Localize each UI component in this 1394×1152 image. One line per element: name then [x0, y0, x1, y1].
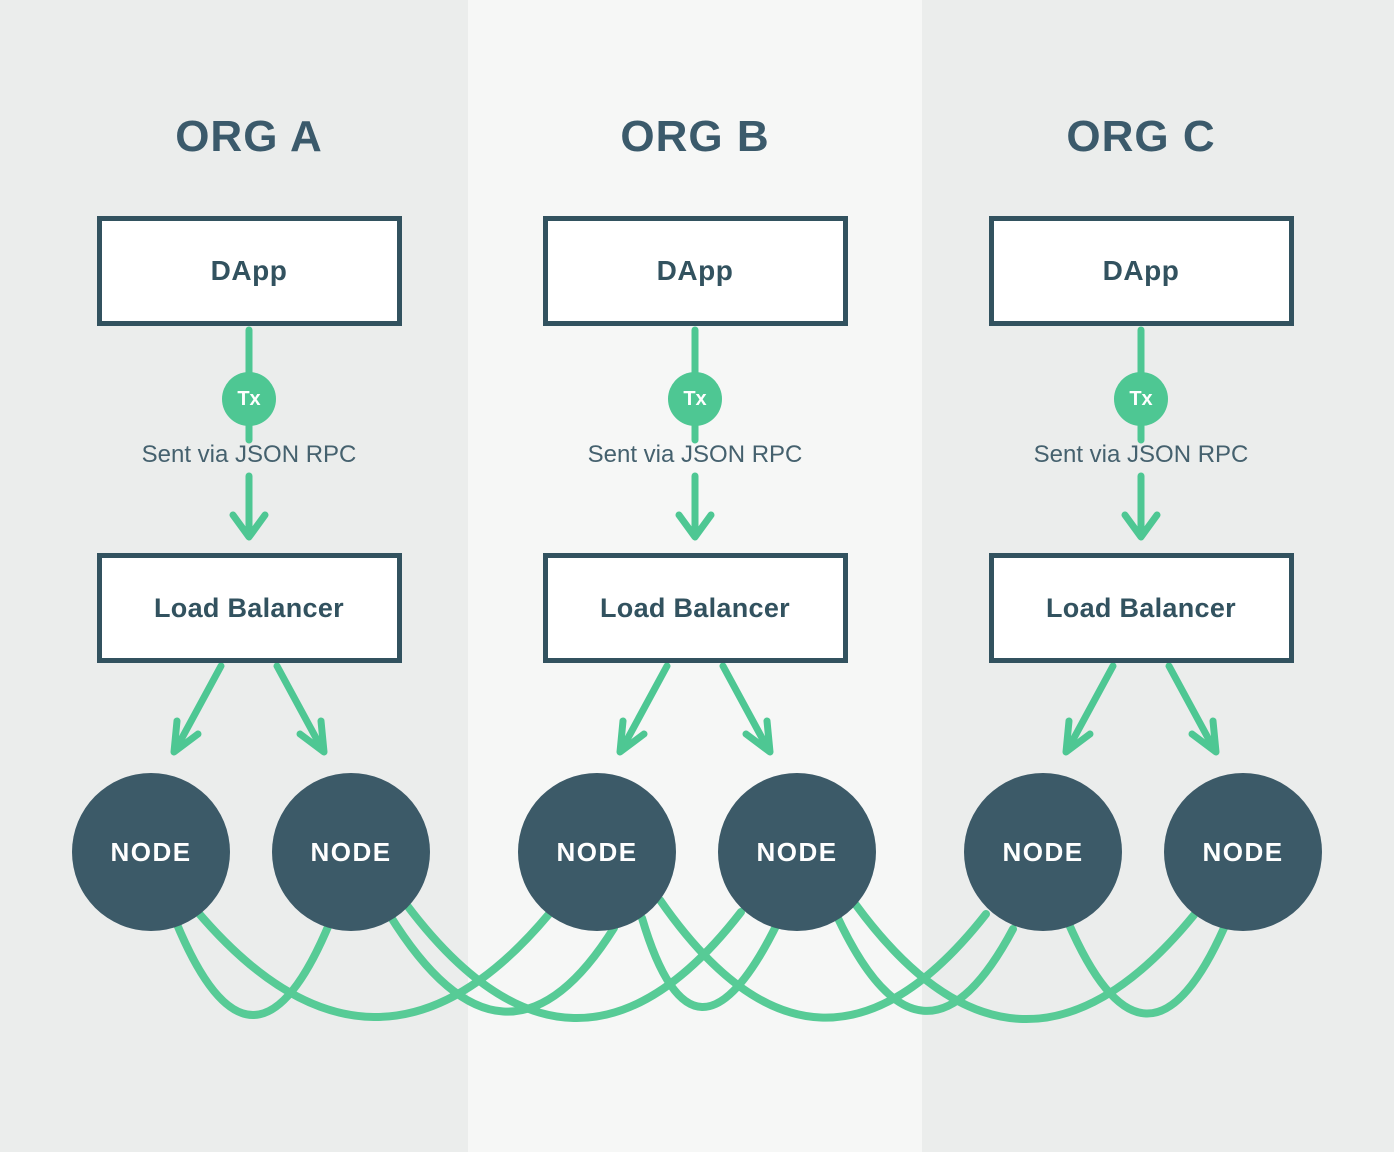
org-a-rpc-note: Sent via JSON RPC: [141, 441, 357, 468]
lb-left-arrowhead-icon: [170, 717, 202, 756]
rpc-arrowhead-icon: [1121, 511, 1161, 541]
org-a-dapp-label: DApp: [210, 255, 288, 286]
org-c-load-balancer-box: Load Balancer: [988, 553, 1294, 663]
rpc-arrowhead-icon: [675, 511, 715, 541]
lb-left-arrowhead-icon: [1062, 717, 1094, 756]
mesh-arc-a2-b1: [385, 910, 618, 1016]
mesh-arc-a1-b1: [192, 906, 553, 1021]
lb-left-arrowhead-icon: [616, 717, 648, 756]
org-b-rpc-note: Sent via JSON RPC: [587, 441, 803, 468]
lb-right-arrowhead-icon: [1188, 717, 1220, 756]
org-b-title: ORG B: [620, 112, 770, 161]
org-b-tx-label: Tx: [683, 387, 707, 410]
lb-right-arrow-shaft: [273, 662, 326, 753]
lb-left-arrow-shaft: [1064, 662, 1117, 753]
org-b-load-balancer-label: Load Balancer: [600, 592, 790, 623]
lb-right-arrowhead-icon: [296, 717, 328, 756]
org-a-flow-lines: [170, 326, 328, 756]
org-b-load-balancer-box: Load Balancer: [542, 553, 848, 663]
org-b-node-2: NODE: [718, 773, 876, 931]
org-a-node-2-label: NODE: [310, 836, 392, 867]
lb-right-arrow-shaft: [1165, 662, 1218, 753]
mesh-arc-a1-a2: [172, 918, 334, 1019]
org-b-section: ORG B DApp Tx Sent via JSON RPC Load Bal…: [518, 0, 876, 1152]
org-c-node-1: NODE: [964, 773, 1122, 931]
org-a-title: ORG A: [175, 112, 323, 161]
org-a-load-balancer-box: Load Balancer: [96, 553, 402, 663]
org-c-dapp-box: DApp: [988, 216, 1294, 326]
org-c-tx-label: Tx: [1129, 387, 1153, 410]
org-b-dapp-box: DApp: [542, 216, 848, 326]
org-b-node-1-label: NODE: [556, 836, 638, 867]
org-b-node-2-label: NODE: [756, 836, 838, 867]
org-a-node-1-label: NODE: [110, 836, 192, 867]
lb-right-arrow-shaft: [719, 662, 772, 753]
rpc-arrowhead-icon: [229, 511, 269, 541]
org-c-node-1-label: NODE: [1002, 836, 1084, 867]
org-c-load-balancer-label: Load Balancer: [1046, 592, 1236, 623]
org-c-rpc-note: Sent via JSON RPC: [1033, 441, 1249, 468]
org-b-flow-lines: [616, 326, 774, 756]
org-c-dapp-label: DApp: [1102, 255, 1180, 286]
org-c-flow-lines: [1062, 326, 1220, 756]
lb-left-arrow-shaft: [172, 662, 225, 753]
org-c-title: ORG C: [1066, 112, 1216, 161]
org-a-node-2: NODE: [272, 773, 430, 931]
org-a-section: ORG A DApp Tx Sent via JSON RPC Load Bal…: [72, 0, 430, 1152]
lb-right-arrowhead-icon: [742, 717, 774, 756]
org-a-node-1: NODE: [72, 773, 230, 931]
org-a-dapp-box: DApp: [96, 216, 402, 326]
org-a-tx-label: Tx: [237, 387, 261, 410]
org-b-dapp-label: DApp: [656, 255, 734, 286]
mesh-arc-b1-b2: [638, 914, 782, 1011]
mesh-arc-b1-c1: [656, 896, 990, 1022]
node-mesh-connections: [172, 896, 1228, 1023]
mesh-arc-b2-c1: [832, 910, 1017, 1015]
org-c-node-2-label: NODE: [1202, 836, 1284, 867]
org-b-tx-badge: Tx: [668, 372, 722, 426]
mesh-arc-b2-c2: [852, 901, 1198, 1023]
lb-left-arrow-shaft: [618, 662, 671, 753]
org-c-section: ORG C DApp Tx Sent via JSON RPC Load Bal…: [964, 0, 1322, 1152]
org-c-node-2: NODE: [1164, 773, 1322, 931]
org-a-tx-badge: Tx: [222, 372, 276, 426]
mesh-arc-c1-c2: [1064, 918, 1228, 1018]
org-c-tx-badge: Tx: [1114, 372, 1168, 426]
mesh-arc-a2-b2: [402, 900, 745, 1022]
org-a-load-balancer-label: Load Balancer: [154, 592, 344, 623]
org-b-node-1: NODE: [518, 773, 676, 931]
